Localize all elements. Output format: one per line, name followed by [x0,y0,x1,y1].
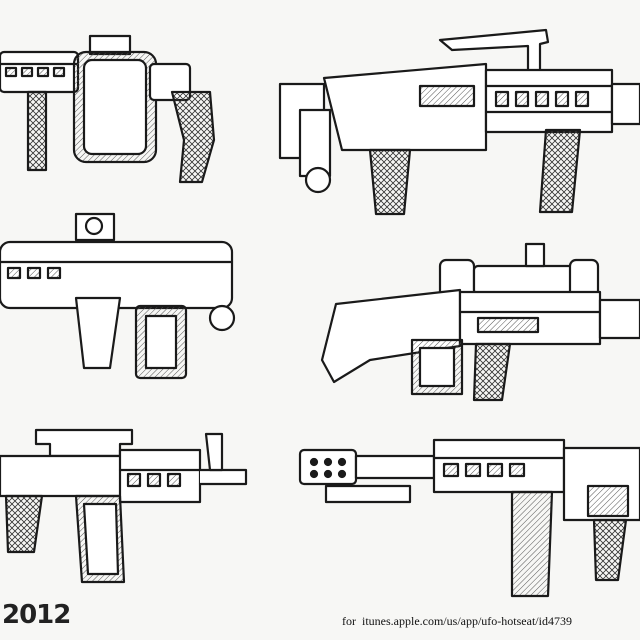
bullpup-rifle-sketch [0,212,236,380]
credit-line: for itunes.apple.com/us/app/ufo-hotseat/i… [342,614,572,629]
light-machine-gun-sketch [278,28,640,216]
scoped-sniper-rifle-sketch [320,242,640,402]
credit-url: itunes.apple.com/us/app/ufo-hotseat/id47… [362,614,572,628]
credit-prefix: for [342,614,356,628]
heavy-rifle-sketch [298,438,640,598]
artist-signature: 2012 [2,600,71,630]
grenade-launcher-sketch [0,34,216,184]
assault-carbine-sketch [0,428,248,584]
